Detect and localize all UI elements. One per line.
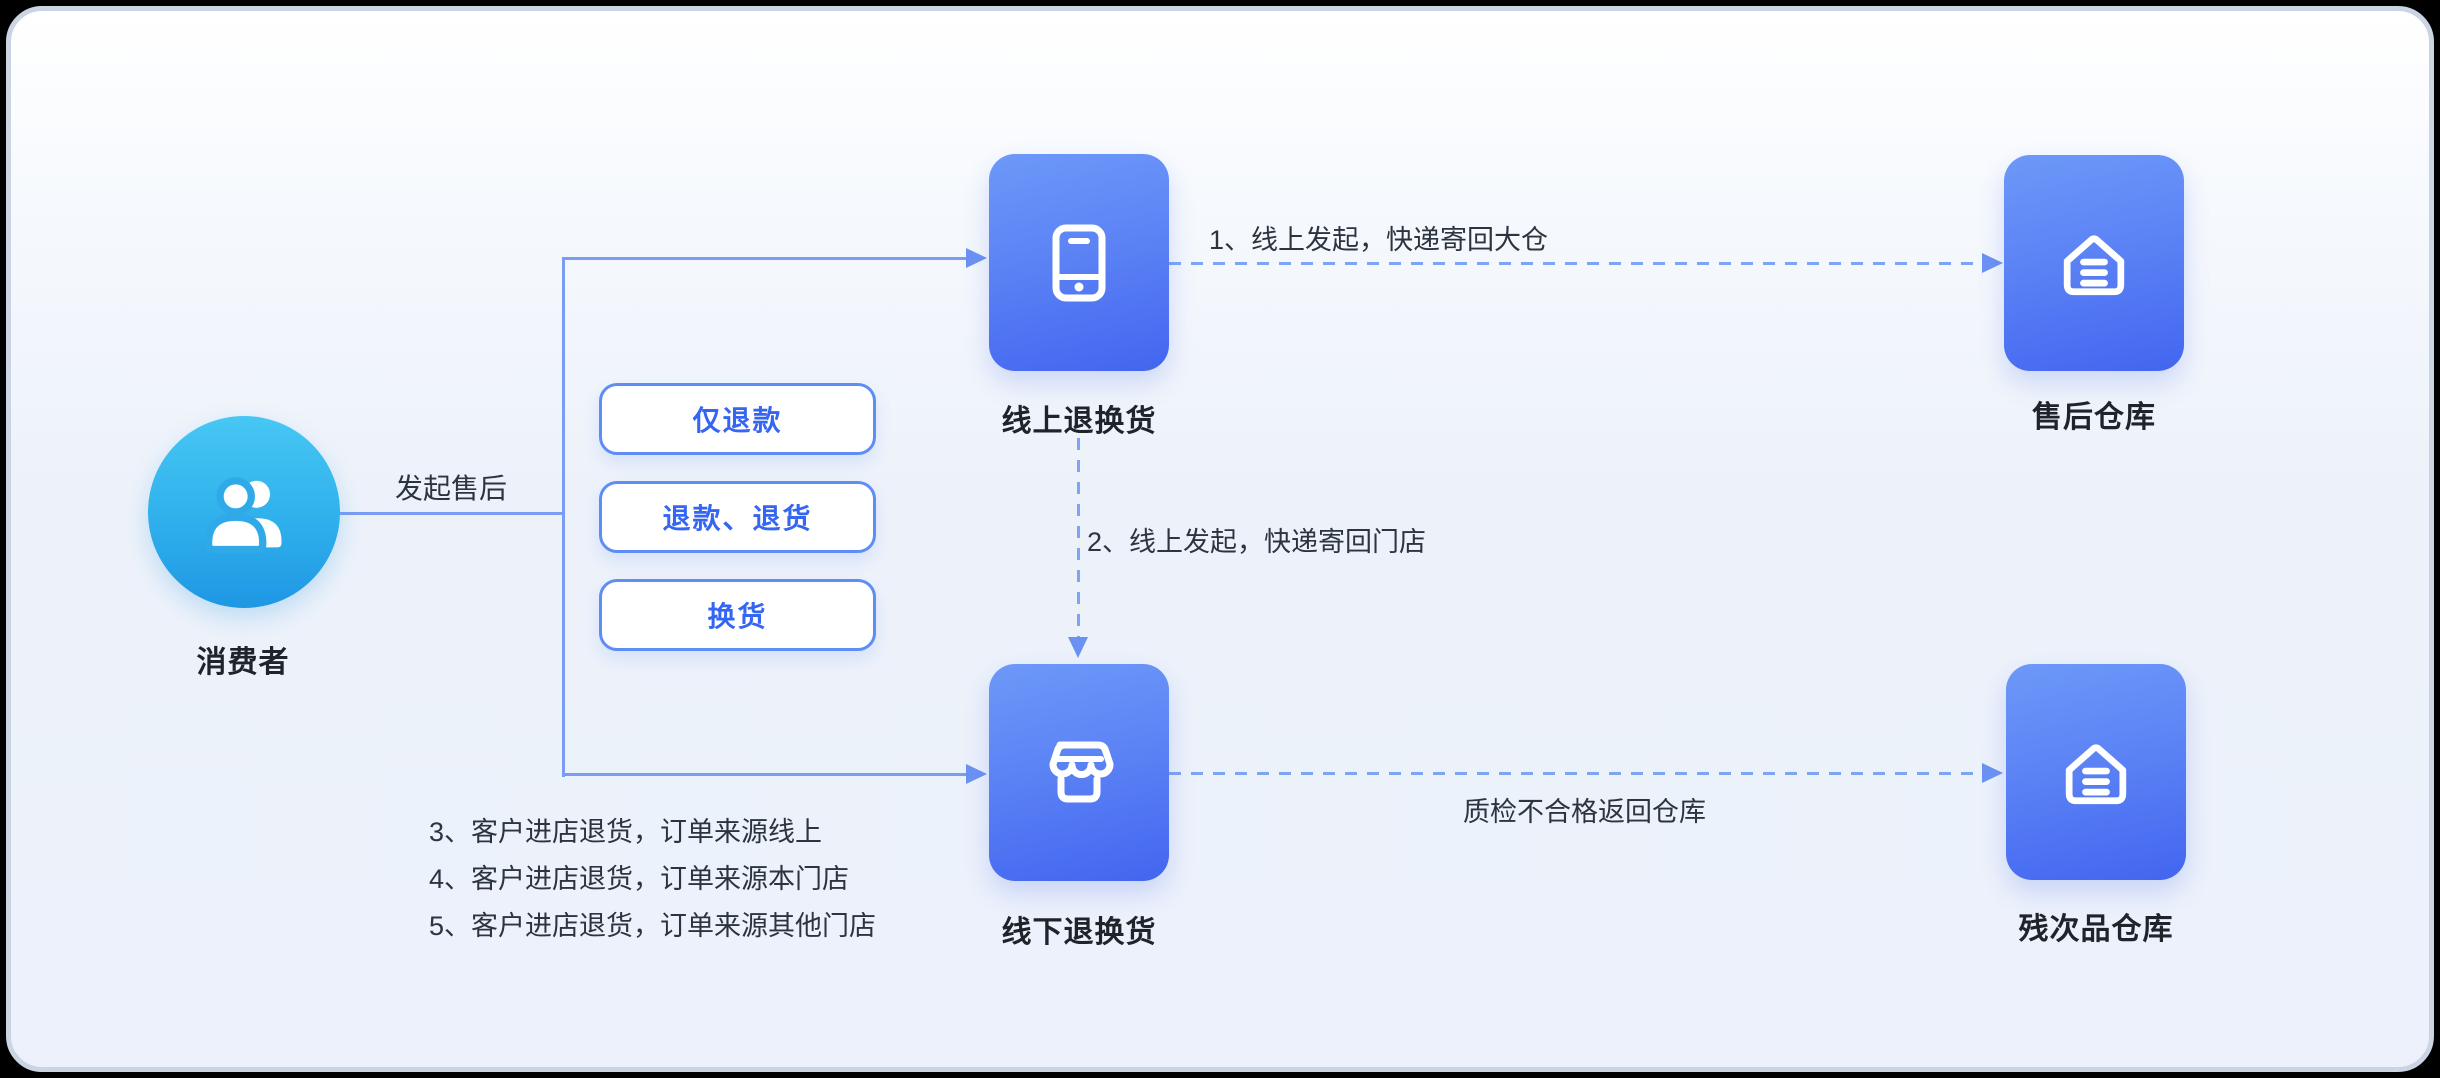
connector-branch-to-online [562, 257, 968, 260]
option-label: 退款、退货 [662, 503, 813, 534]
arrowhead-into-online [966, 248, 987, 268]
storefront-icon [1031, 725, 1127, 821]
consumer-label: 消费者 [196, 646, 290, 679]
option-label: 仅退款 [692, 405, 783, 436]
edge-label-online-to-aftersales: 1、线上发起，快递寄回大仓 [1209, 225, 1549, 255]
aftersales-warehouse-label: 售后仓库 [2032, 401, 2156, 434]
option-refund-return-button[interactable]: 退款、退货 [599, 481, 876, 553]
warehouse-icon [2048, 217, 2140, 309]
arrowhead-into-defective-warehouse [1982, 763, 2003, 783]
option-label: 换货 [707, 601, 768, 632]
online-return-label: 线上退换货 [1001, 405, 1157, 438]
note-item: 4、客户进店退货，订单来源本门店 [429, 864, 850, 894]
offline-return-label: 线下退换货 [1001, 916, 1157, 949]
connector-consumer-to-branch [340, 512, 564, 515]
connector-branch-vertical [562, 258, 565, 777]
option-exchange-button[interactable]: 换货 [599, 579, 876, 651]
online-return-node [989, 154, 1169, 371]
smartphone-icon [1031, 215, 1127, 311]
connector-branch-to-offline [562, 773, 968, 776]
option-refund-only-button[interactable]: 仅退款 [599, 383, 876, 455]
aftersales-warehouse-node [2004, 155, 2184, 371]
note-item: 5、客户进店退货，订单来源其他门店 [429, 911, 877, 941]
dashed-connector-online-to-aftersales-warehouse [1169, 262, 1982, 265]
dashed-connector-offline-to-defective-warehouse [1169, 772, 1982, 775]
offline-return-node [989, 664, 1169, 881]
users-icon [194, 462, 294, 562]
note-item: 3、客户进店退货，订单来源线上 [429, 817, 823, 847]
edge-label-offline-to-defective: 质检不合格返回仓库 [1463, 797, 1706, 827]
defective-warehouse-node [2006, 664, 2186, 880]
warehouse-icon [2050, 726, 2142, 818]
defective-warehouse-label: 残次品仓库 [2018, 913, 2174, 946]
arrowhead-into-offline [966, 764, 987, 784]
edge-label-online-to-offline: 2、线上发起，快递寄回门店 [1087, 527, 1427, 557]
initiate-aftersales-label: 发起售后 [395, 473, 508, 504]
arrowhead-into-aftersales-warehouse [1982, 253, 2003, 273]
consumer-node [148, 416, 340, 608]
offline-notes-list: 3、客户进店退货，订单来源线上 4、客户进店退货，订单来源本门店 5、客户进店退… [429, 809, 876, 950]
diagram-panel: 消费者 发起售后 仅退款 退款、退货 换货 线上退换货 线 [6, 6, 2434, 1072]
dashed-connector-online-to-offline [1077, 438, 1080, 638]
arrowhead-down-into-offline [1068, 637, 1088, 658]
